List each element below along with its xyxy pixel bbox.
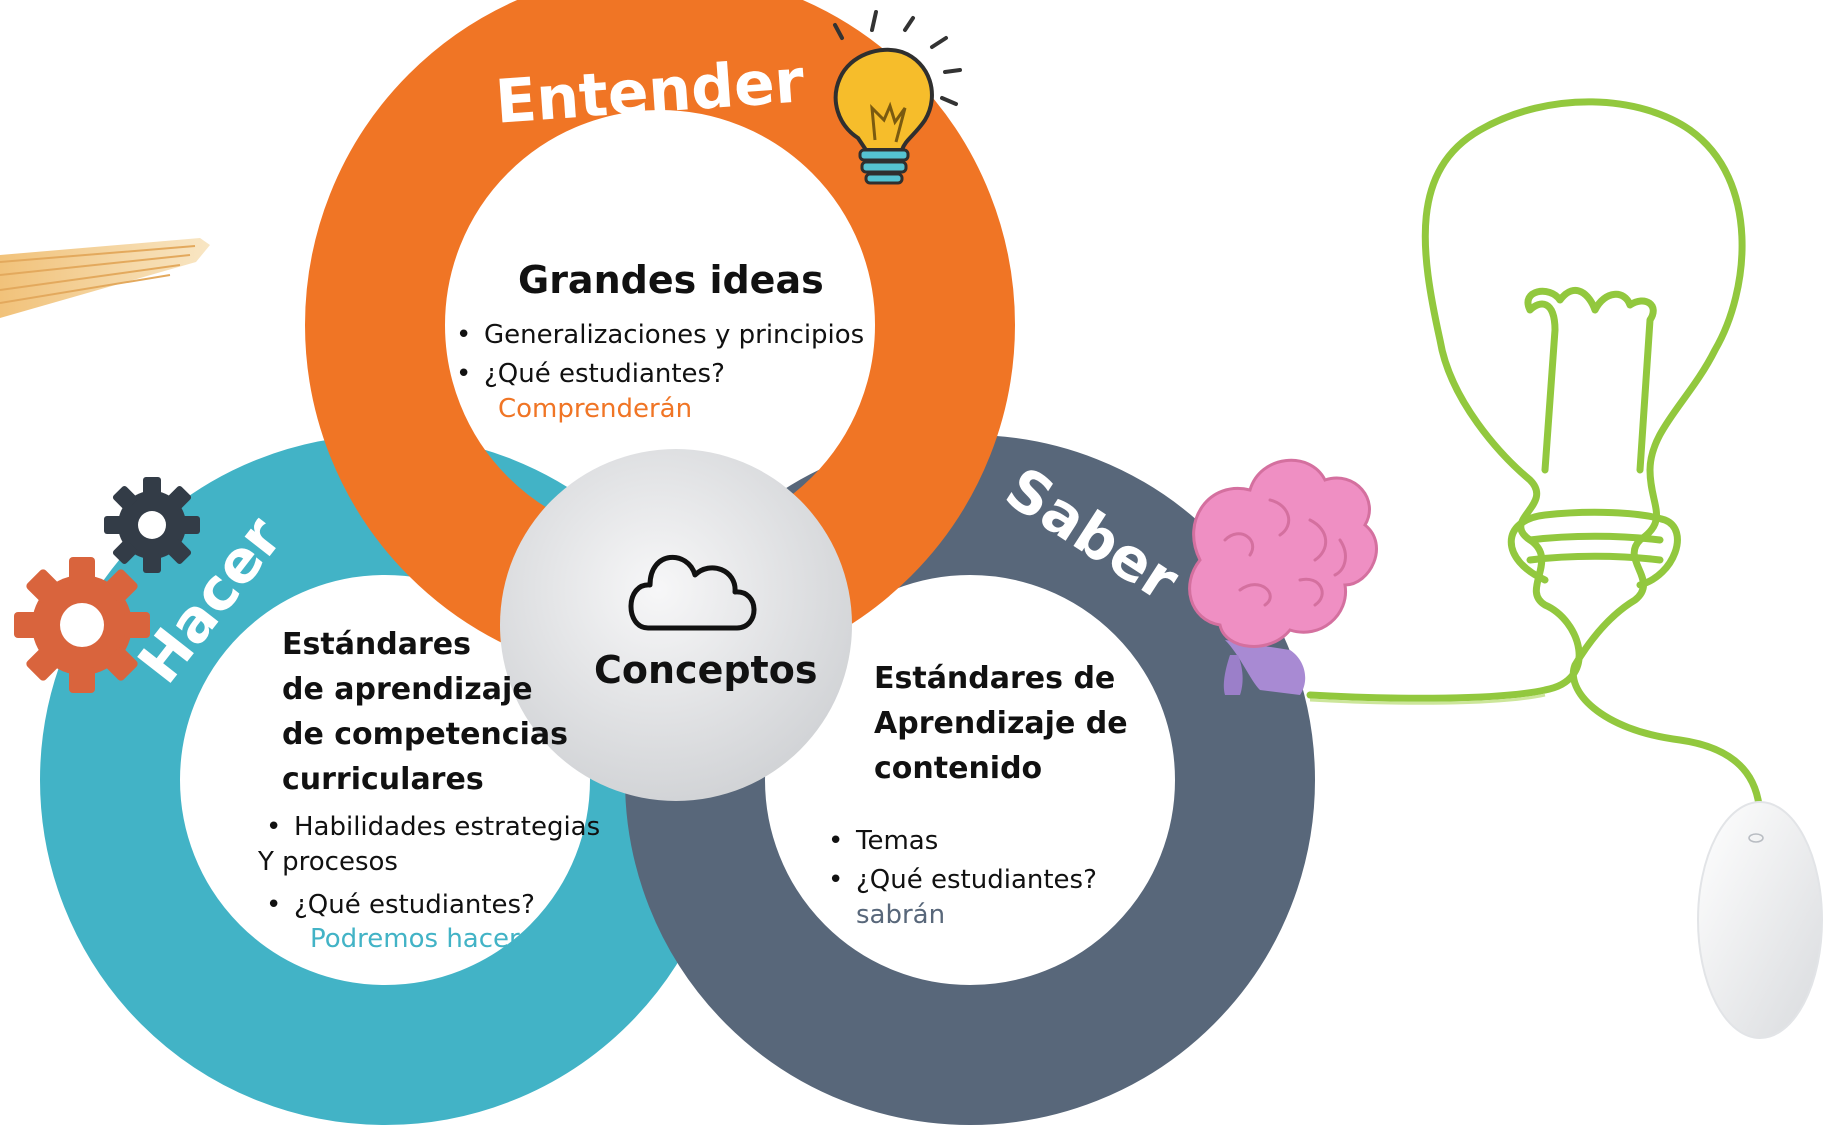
hacer-bullet-continuation: Y procesos [258,847,398,877]
conceptos-label: Conceptos [594,648,818,692]
saber-heading: Estándares de Aprendizaje de contenido [874,656,1128,791]
hacer-heading: Estándares de aprendizaje de competencia… [282,622,568,802]
gears-icon [14,477,200,693]
entender-bullet: Generalizaciones y principios [448,316,864,355]
saber-bullet: Temas [820,822,1097,861]
saber-heading-line: contenido [874,751,1043,786]
wire-lightbulb-image [1306,98,1764,824]
pencil-tip-image [0,238,210,318]
entender-heading: Grandes ideas [518,258,824,302]
hacer-heading-line: de competencias [282,717,568,752]
cloud-icon [628,555,757,631]
hacer-bullets-2: ¿Qué estudiantes? [258,886,535,925]
saber-highlight: sabrán [856,900,946,930]
conceptos-circle [500,449,852,801]
entender-bullet: ¿Qué estudiantes? [448,355,864,394]
hacer-bullets: Habilidades estrategias [258,808,600,847]
hacer-heading-line: de aprendizaje [282,672,533,707]
hacer-bullet: Habilidades estrategias [258,808,600,847]
brain-icon [1188,458,1378,695]
entender-highlight: Comprenderán [498,394,693,424]
saber-heading-line: Estándares de [874,661,1116,696]
saber-heading-line: Aprendizaje de [874,706,1128,741]
computer-mouse-image [1697,801,1823,1039]
lightbulb-icon [833,10,962,185]
hacer-heading-line: curriculares [282,762,484,797]
hacer-bullet: ¿Qué estudiantes? [258,886,535,925]
saber-bullet: ¿Qué estudiantes? [820,861,1097,900]
hacer-highlight: Podremos hacer [310,924,520,954]
hacer-heading-line: Estándares [282,627,472,662]
saber-bullets: Temas ¿Qué estudiantes? [820,822,1097,900]
entender-bullets: Generalizaciones y principios ¿Qué estud… [448,316,864,394]
